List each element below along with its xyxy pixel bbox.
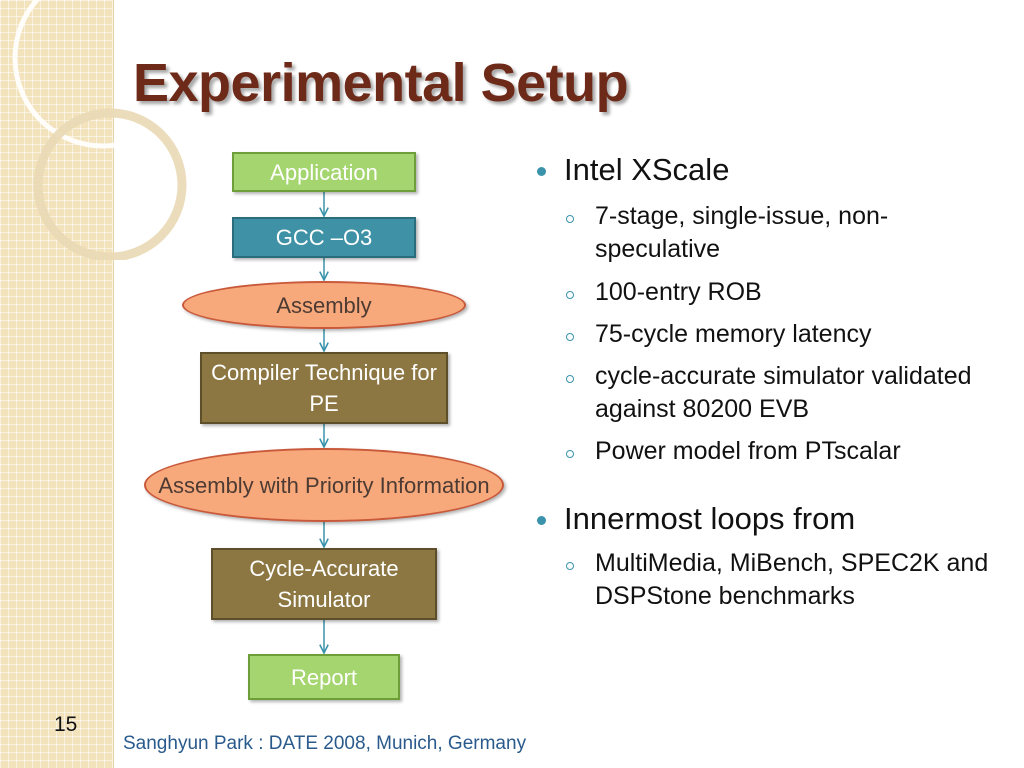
bullet-dot-icon [537, 167, 546, 176]
sub-bullet-text: 7-stage, single-issue, non-speculative [595, 202, 889, 263]
node-report: Report [248, 654, 400, 700]
sub-bullet: Power model from PTscalar [530, 435, 1000, 468]
sub-bullet-ring-icon [566, 291, 574, 299]
node-assembly-priority: Assembly with Priority Information [144, 448, 504, 522]
bullet-dot-icon [537, 516, 546, 525]
slide-number: 15 [54, 713, 78, 736]
bullet-text: Innermost loops from [564, 501, 856, 536]
node-simulator: Cycle-Accurate Simulator [211, 548, 437, 620]
node-application: Application [232, 152, 416, 192]
sub-bullet-text: cycle-accurate simulator validated again… [595, 362, 972, 423]
bullet-intel-xscale: Intel XScale [530, 150, 1000, 190]
bullet-text: Intel XScale [564, 152, 730, 187]
sub-bullet: cycle-accurate simulator validated again… [530, 360, 1000, 426]
sub-bullet-text: 75-cycle memory latency [595, 320, 872, 348]
slide-title: Experimental Setup [133, 53, 629, 113]
sub-bullet-text: MultiMedia, MiBench, SPEC2K and DSPStone… [595, 549, 989, 610]
sub-bullet-ring-icon [566, 562, 574, 570]
sub-bullet-ring-icon [566, 375, 574, 383]
sub-bullet: 75-cycle memory latency [530, 318, 1000, 351]
bullet-list: Intel XScale 7-stage, single-issue, non-… [530, 150, 1000, 613]
node-gcc: GCC –O3 [232, 217, 416, 258]
sub-bullet: 7-stage, single-issue, non-speculative [530, 200, 1000, 266]
sub-bullet-ring-icon [566, 450, 574, 458]
sub-bullet-text: Power model from PTscalar [595, 437, 901, 465]
sub-bullet: MultiMedia, MiBench, SPEC2K and DSPStone… [530, 547, 1000, 613]
sub-bullet: 100-entry ROB [530, 276, 1000, 309]
sub-bullet-ring-icon [566, 215, 574, 223]
node-compiler-technique: Compiler Technique for PE [200, 352, 448, 424]
bullet-innermost-loops: Innermost loops from [530, 499, 1000, 539]
sub-bullet-ring-icon [566, 333, 574, 341]
sub-bullet-text: 100-entry ROB [595, 278, 762, 306]
node-assembly: Assembly [182, 281, 466, 329]
footer-text: Sanghyun Park : DATE 2008, Munich, Germa… [123, 733, 527, 754]
